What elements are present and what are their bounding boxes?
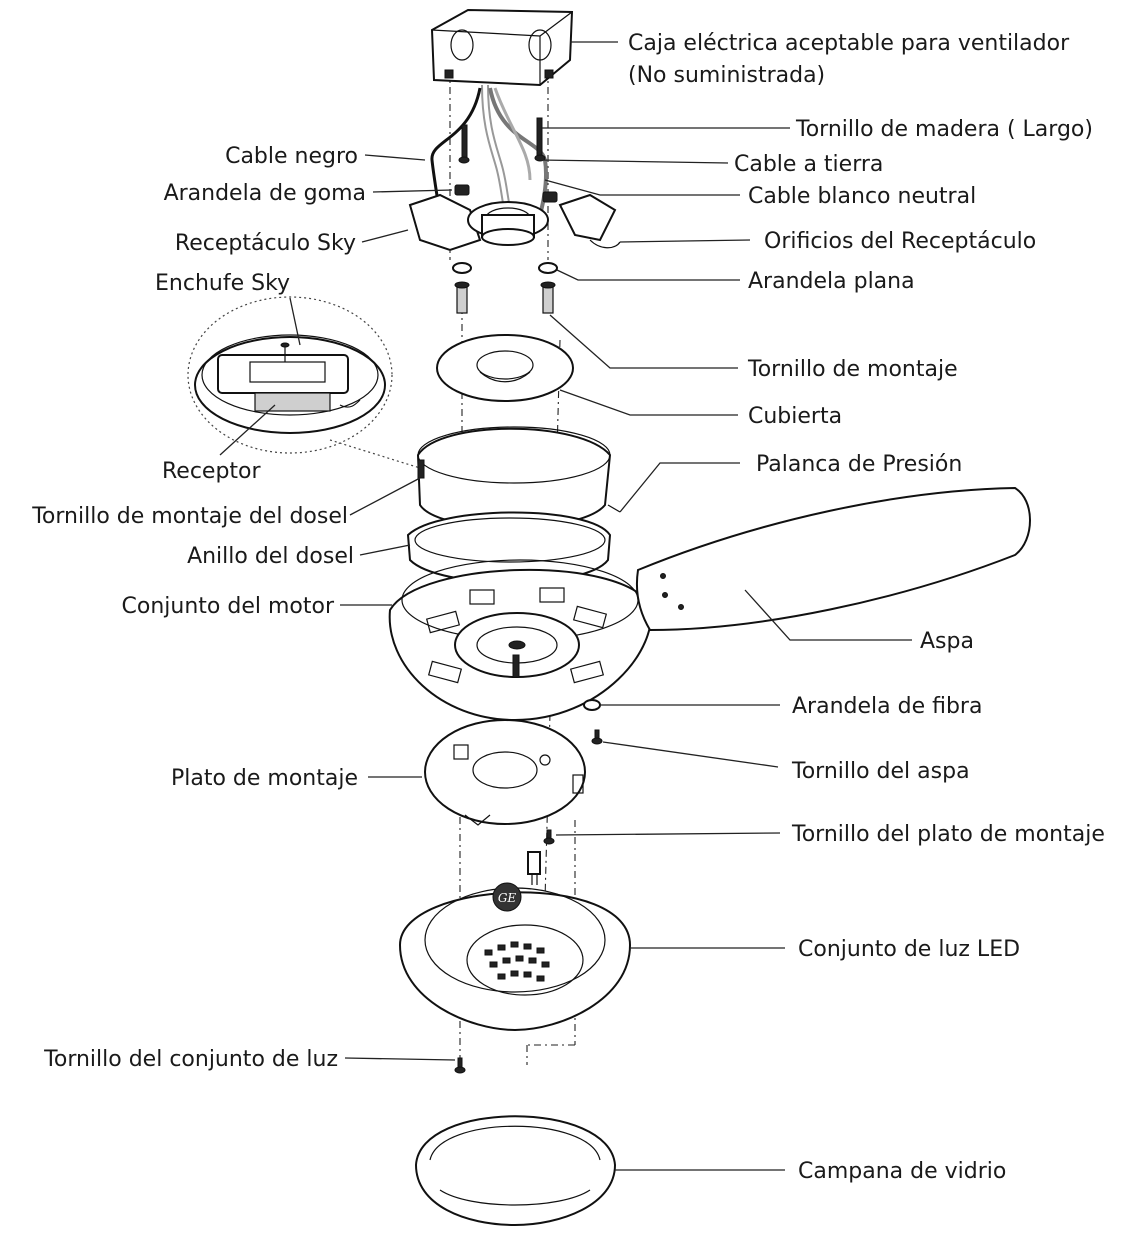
label-anillo-dosel: Anillo del dosel bbox=[187, 544, 354, 569]
label-receptaculo-sky: Receptáculo Sky bbox=[175, 231, 356, 256]
led-chips bbox=[484, 941, 550, 982]
wood-screws bbox=[458, 117, 546, 164]
label-conjunto-motor: Conjunto del motor bbox=[122, 594, 335, 619]
label-campana: Campana de vidrio bbox=[798, 1159, 1006, 1184]
label-cable-tierra: Cable a tierra bbox=[734, 152, 883, 177]
mounting-plate bbox=[424, 719, 586, 826]
sky-receptacle bbox=[408, 193, 621, 252]
label-caja: Caja eléctrica aceptable para ventilador bbox=[628, 31, 1070, 56]
rubber-washer-2 bbox=[542, 191, 558, 203]
electrical-box bbox=[430, 8, 574, 87]
fan-blade bbox=[635, 486, 1031, 632]
label-caja-sub: (No suministrada) bbox=[628, 63, 825, 88]
label-tornillo-plato: Tornillo del plato de montaje bbox=[791, 822, 1105, 847]
label-cable-blanco: Cable blanco neutral bbox=[748, 184, 976, 209]
label-tornillo-dosel: Tornillo de montaje del dosel bbox=[31, 504, 348, 529]
svg-text:GE: GE bbox=[498, 891, 517, 905]
label-cable-negro: Cable negro bbox=[225, 144, 358, 169]
canopy-ring bbox=[406, 511, 612, 584]
glass-bell bbox=[414, 1115, 617, 1227]
label-receptor: Receptor bbox=[162, 459, 262, 484]
cover-plate bbox=[436, 334, 574, 402]
label-tornillo-montaje: Tornillo de montaje bbox=[747, 357, 958, 382]
sky-plug-detail bbox=[187, 296, 421, 469]
motor-brackets bbox=[425, 587, 608, 684]
label-cubierta: Cubierta bbox=[748, 404, 842, 429]
light-screw bbox=[454, 1057, 466, 1074]
leader-lines bbox=[219, 41, 912, 1171]
label-arandela-goma: Arandela de goma bbox=[164, 181, 366, 206]
mounting-screws bbox=[452, 262, 558, 314]
ge-logo: GE bbox=[492, 882, 522, 912]
fiber-washer bbox=[583, 699, 601, 711]
led-connector bbox=[527, 851, 541, 885]
label-arandela-fibra: Arandela de fibra bbox=[792, 694, 982, 719]
label-tornillo-aspa: Tornillo del aspa bbox=[791, 759, 970, 784]
motor-assembly bbox=[388, 559, 653, 722]
label-tornillo-madera: Tornillo de madera ( Largo) bbox=[795, 117, 1093, 142]
label-arandela-plana: Arandela plana bbox=[748, 269, 915, 294]
label-orificios: Orificios del Receptáculo bbox=[764, 229, 1036, 254]
label-plato-montaje: Plato de montaje bbox=[171, 766, 358, 791]
rubber-washer bbox=[454, 184, 470, 196]
plate-screw bbox=[543, 829, 555, 845]
canopy bbox=[416, 426, 621, 529]
label-conjunto-led: Conjunto de luz LED bbox=[798, 937, 1020, 962]
label-aspa: Aspa bbox=[920, 629, 974, 654]
blade-screw bbox=[591, 729, 603, 745]
labels: Caja eléctrica aceptable para ventilador… bbox=[31, 31, 1105, 1184]
label-palanca: Palanca de Presión bbox=[756, 452, 962, 477]
label-enchufe-sky: Enchufe Sky bbox=[155, 271, 290, 296]
led-light-assembly: GE bbox=[398, 882, 632, 1032]
label-tornillo-luz: Tornillo del conjunto de luz bbox=[43, 1047, 338, 1072]
